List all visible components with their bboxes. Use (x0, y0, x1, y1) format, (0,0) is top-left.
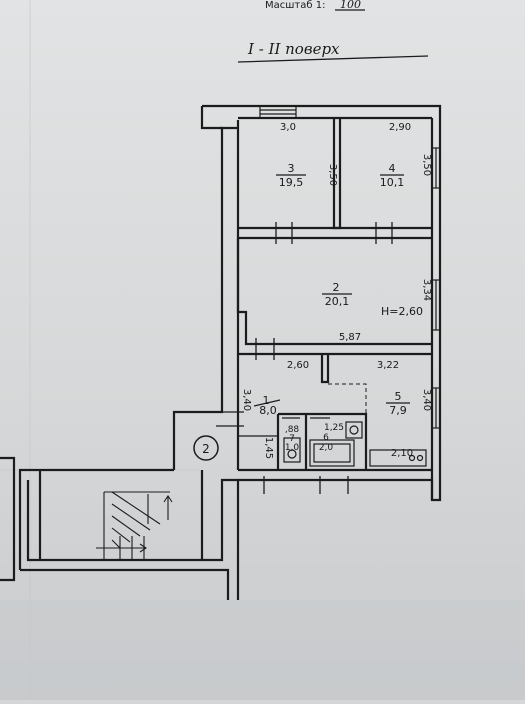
scale-label: Масштаб 1: (265, 0, 325, 11)
windows (259, 105, 441, 429)
scale-value: 100 (340, 0, 361, 11)
toilet-icon (283, 437, 301, 463)
interior-walls (236, 118, 432, 470)
floor-title: I - II поверх (247, 40, 340, 58)
paper-lines (0, 0, 200, 700)
room-3-number: 3 (288, 162, 295, 175)
room-5-width: 3,22 (377, 360, 399, 371)
staircase (96, 491, 173, 561)
room-5-number: 5 (395, 390, 402, 403)
room-3-depth: 3,50 (327, 164, 338, 186)
room-4-area: 10,1 (380, 176, 405, 189)
room-2-area: 20,1 (325, 295, 350, 308)
sink-icon (345, 421, 363, 439)
kitchen-counter-icon (369, 449, 427, 467)
room-5: 3,22 5 7,9 3,40 2,10 (377, 360, 432, 459)
room-6: 1,25 6 2,0 (319, 423, 344, 453)
room-2-ceiling-height: H=2,60 (381, 305, 423, 318)
room-5-extra-dim: 2,10 (391, 448, 413, 459)
room-6-area: 2,0 (319, 443, 334, 453)
room-4: 2,90 4 10,1 3,50 (380, 122, 432, 189)
room-4-number: 4 (389, 162, 396, 175)
doors (216, 222, 393, 494)
room-2-depth: 3,34 (421, 279, 432, 301)
room-3-area: 19,5 (279, 176, 304, 189)
room-2-width: 5,87 (339, 332, 361, 343)
bathtub-icon (309, 439, 355, 467)
room-2: 2 20,1 3,34 H=2,60 5,87 (322, 279, 432, 343)
room-7-number: 7 (289, 434, 295, 444)
floor-title-underline (237, 55, 429, 63)
room-1: 2,60 1 8,0 3,40 1,45 (241, 360, 309, 459)
room-6-number: 6 (323, 433, 329, 443)
fixtures (283, 421, 427, 467)
room-1-extra-dim: 1,45 (263, 437, 274, 459)
staircase-marker-label: 2 (202, 442, 210, 456)
room-1-fraction-bar (253, 399, 281, 407)
staircase-marker (193, 435, 219, 461)
lower-page-shade (0, 600, 525, 700)
room-5-area: 7,9 (389, 404, 407, 417)
room-1-width: 2,60 (287, 360, 309, 371)
room-4-depth: 3,50 (421, 154, 432, 176)
room-1-depth: 3,40 (241, 389, 252, 411)
room-1-number: 1 (263, 394, 270, 407)
room-4-width: 2,90 (389, 122, 411, 133)
room-3-width: 3,0 (280, 122, 296, 133)
room-5-depth: 3,40 (421, 389, 432, 411)
room-6-width: 1,25 (324, 423, 344, 433)
room-7: ,88 7 1,0 (285, 425, 300, 453)
room-3: 3,0 3 19,5 3,50 (276, 122, 338, 189)
room-7-area: 1,0 (285, 443, 300, 453)
window-room-3 (259, 105, 297, 119)
room-2-number: 2 (333, 281, 340, 294)
room-1-area: 8,0 (259, 404, 277, 417)
room-7-width: ,88 (285, 425, 300, 435)
